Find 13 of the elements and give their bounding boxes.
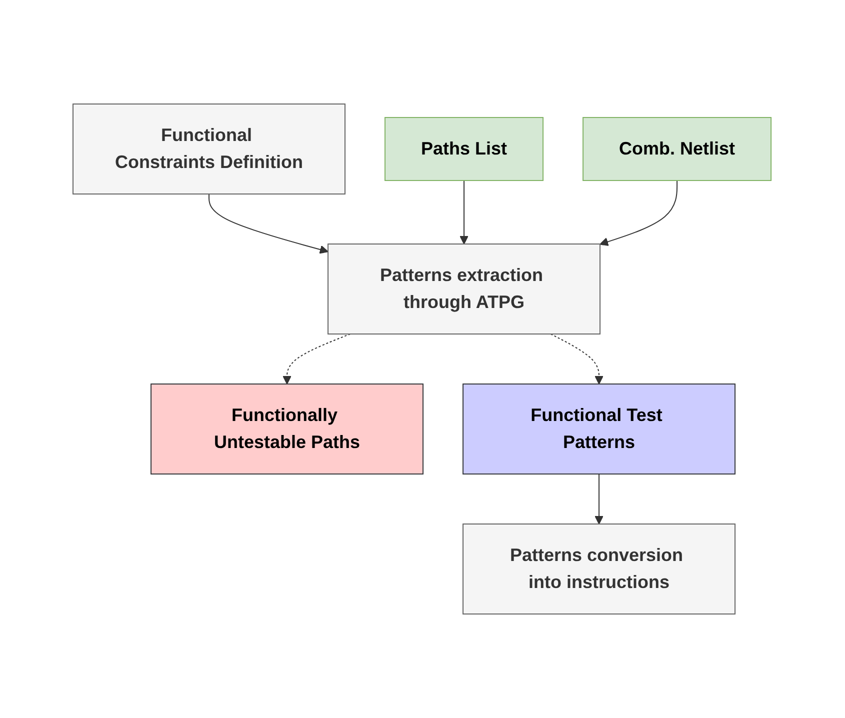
arrow	[283, 334, 352, 384]
node-box: Patterns extraction through ATPG	[328, 244, 601, 334]
arrow	[550, 334, 604, 384]
arrow	[208, 194, 329, 254]
node-box: Functionally Untestable Paths	[151, 384, 424, 474]
arrow	[600, 180, 678, 246]
arrow	[595, 474, 604, 524]
node-box: Functional Constraints Definition	[72, 104, 346, 194]
node-box: Comb. Netlist	[583, 117, 772, 181]
arrow	[460, 180, 469, 244]
node-box: Functional Test Patterns	[463, 384, 736, 474]
node-box: Paths List	[384, 117, 544, 181]
node-box: Patterns conversion into instructions	[463, 524, 736, 614]
